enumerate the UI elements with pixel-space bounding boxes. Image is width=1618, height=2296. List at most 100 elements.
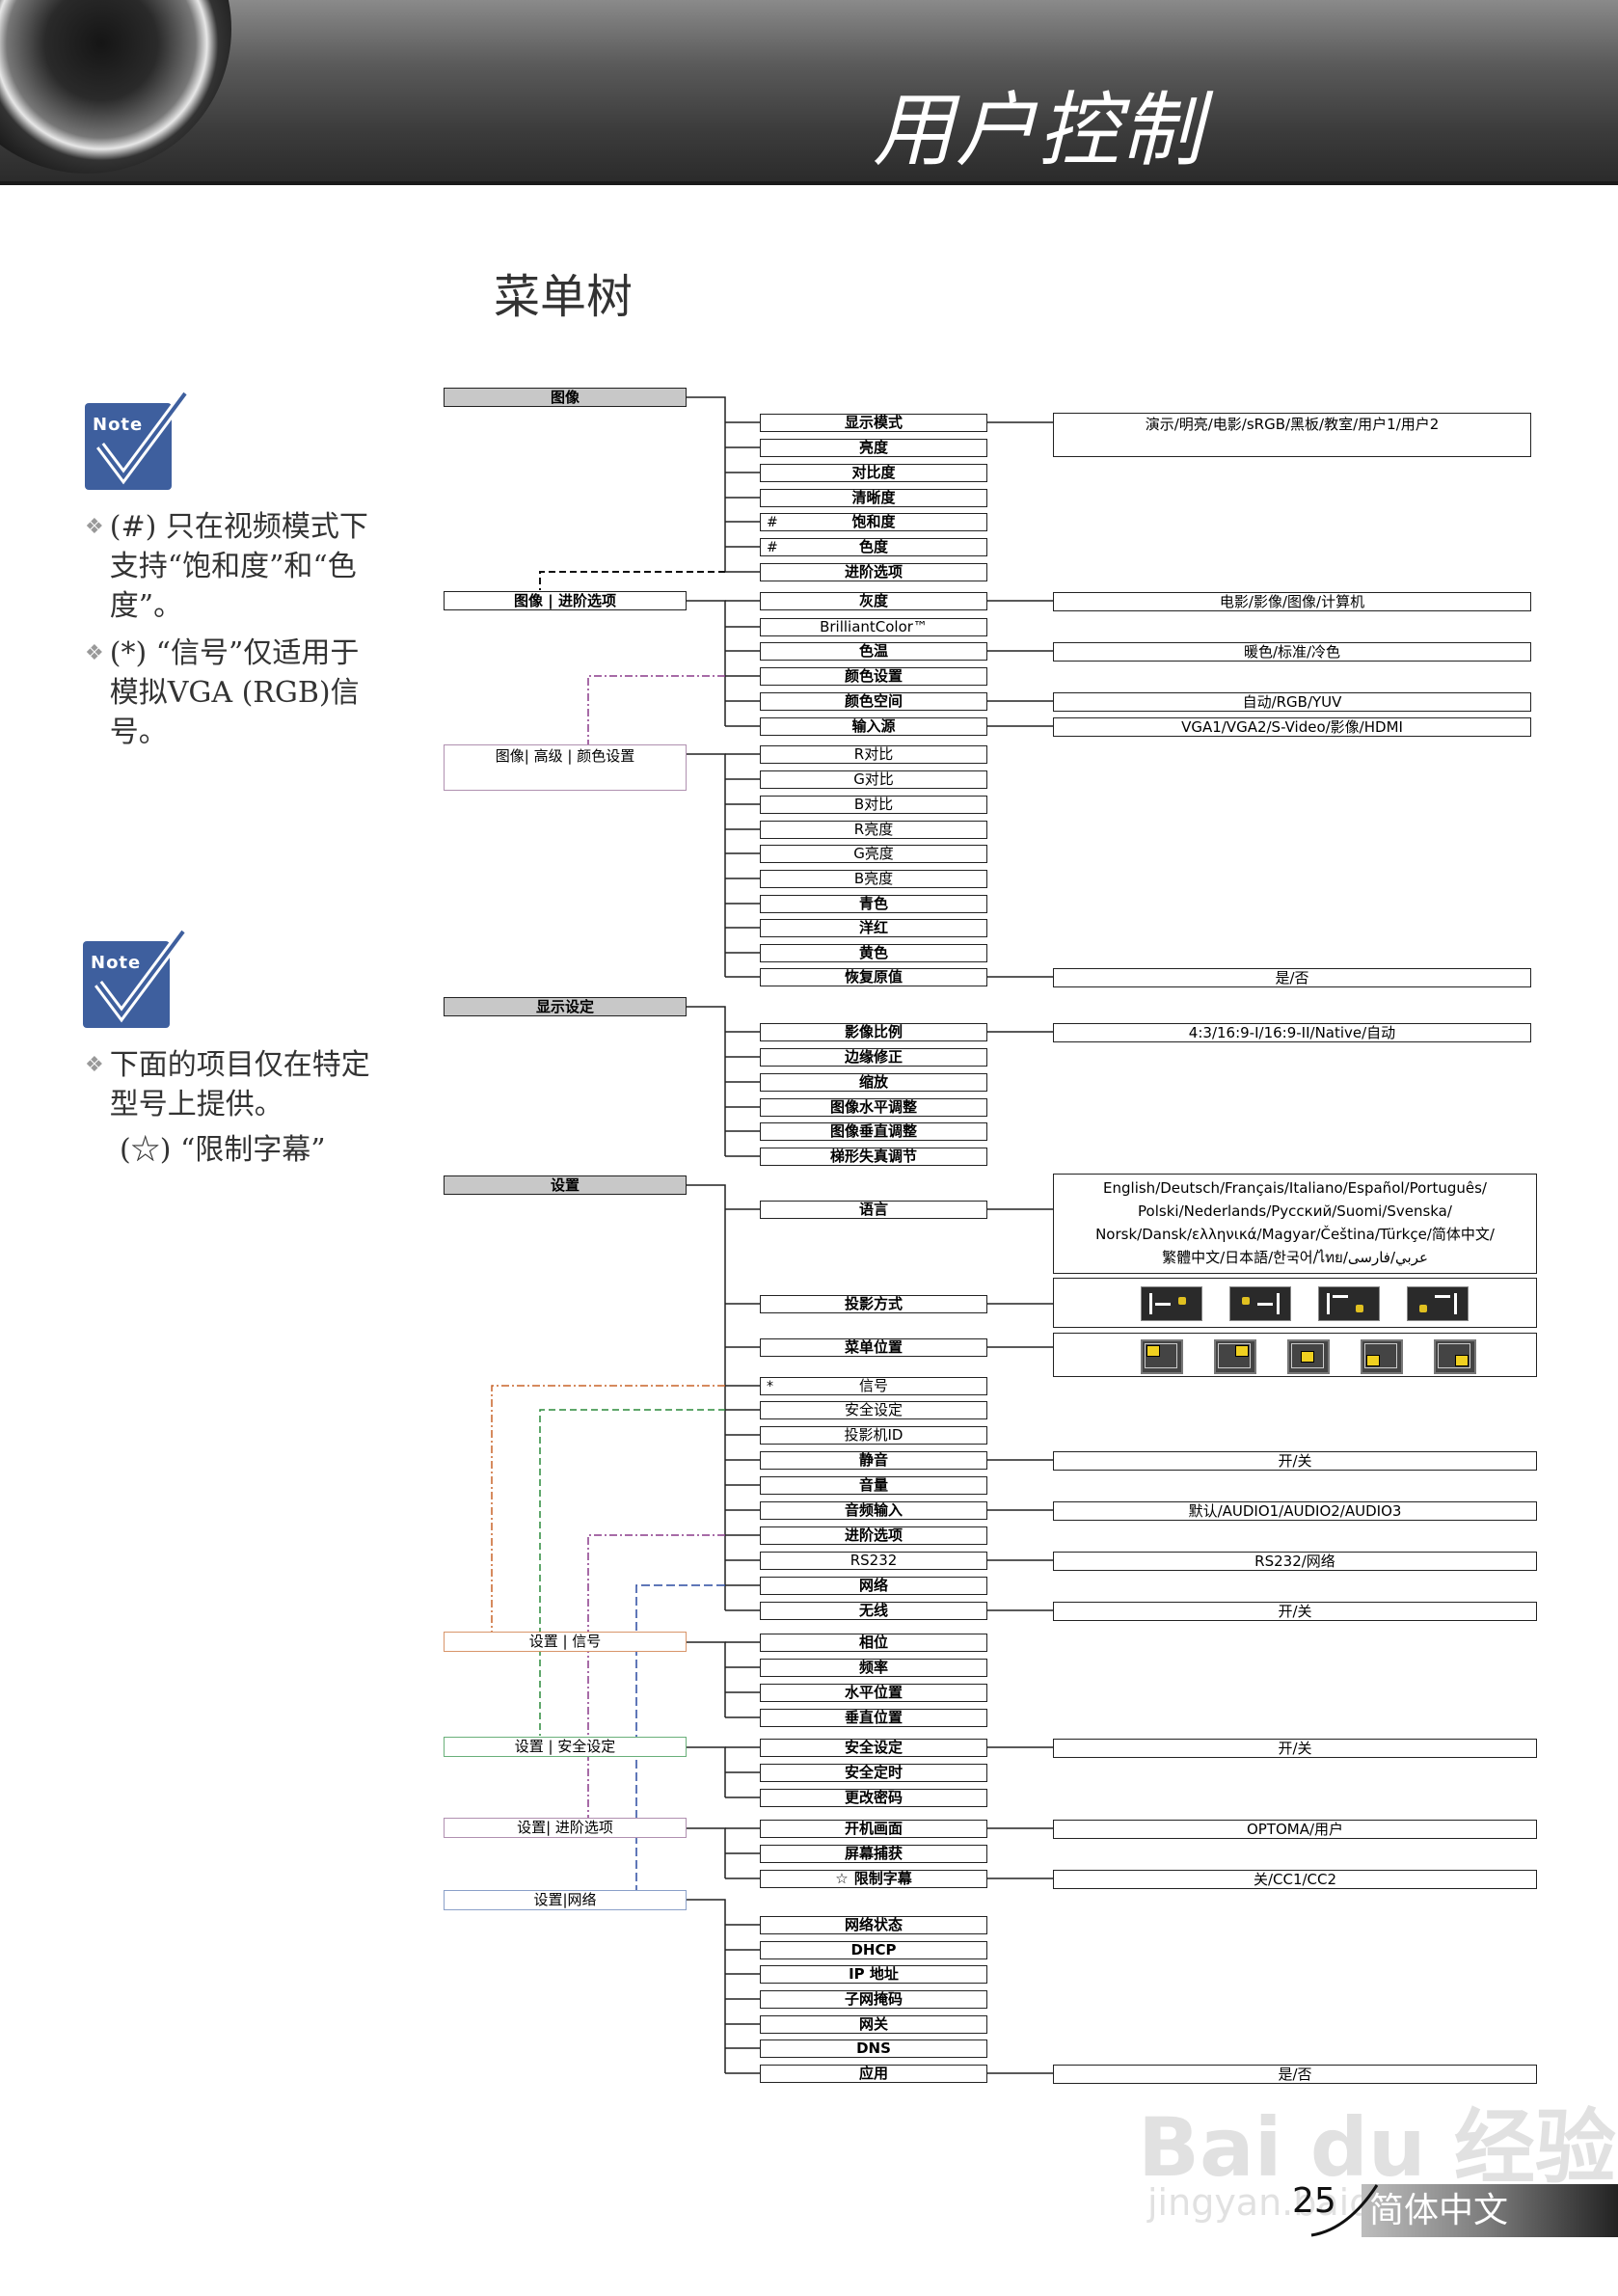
menu-item-color-temp[interactable]: 色温 (760, 642, 987, 661)
menu-item-v-position[interactable]: 垂直位置 (760, 1709, 987, 1727)
menu-item-dns[interactable]: DNS (760, 2039, 987, 2058)
color-space-values: 自动/RGB/YUV (1053, 692, 1531, 712)
menu-item-logo-capture[interactable]: 屏幕捕获 (760, 1845, 987, 1863)
menu-item-logo[interactable]: 开机画面 (760, 1820, 987, 1838)
display-mode-values: 演示/明亮/电影/sRGB/黑板/教室/用户1/用户2 (1053, 413, 1531, 457)
menu-item-language[interactable]: 语言 (760, 1201, 987, 1219)
menu-item-b-contrast[interactable]: B对比 (760, 796, 987, 814)
menu-item-setup-advanced[interactable]: 进阶选项 (760, 1526, 987, 1545)
language-values-line-2: Polski/Nederlands/Русский/Suomi/Svenska/ (1058, 1200, 1532, 1223)
menu-item-signal[interactable]: * 信号 (760, 1377, 987, 1395)
apply-values: 是/否 (1053, 2065, 1537, 2084)
menu-item-network-status[interactable]: 网络状态 (760, 1916, 987, 1934)
menu-item-label: 信号 (859, 1379, 888, 1393)
menu-item-gateway[interactable]: 网关 (760, 2015, 987, 2034)
menu-item-ip-address[interactable]: IP 地址 (760, 1965, 987, 1984)
menu-item-wireless[interactable]: 无线 (760, 1602, 987, 1620)
menu-item-tint[interactable]: # 色度 (760, 538, 987, 556)
menu-item-menu-location[interactable]: 菜单位置 (760, 1338, 987, 1357)
menu-item-h-position[interactable]: 水平位置 (760, 1684, 987, 1702)
menu-item-v-image-shift[interactable]: 图像垂直调整 (760, 1122, 987, 1141)
menu-item-apply[interactable]: 应用 (760, 2065, 987, 2083)
menu-item-frequency[interactable]: 频率 (760, 1659, 987, 1677)
menu-item-h-image-shift[interactable]: 图像水平调整 (760, 1098, 987, 1117)
menu-item-mute[interactable]: 静音 (760, 1451, 987, 1470)
mute-values: 开/关 (1053, 1451, 1537, 1471)
menu-image[interactable]: 图像 (444, 388, 687, 407)
menu-image-advanced[interactable]: 图像 | 进阶选项 (444, 591, 687, 610)
menu-item-rs232[interactable]: RS232 (760, 1552, 987, 1570)
menu-setup-network[interactable]: 设置|网络 (444, 1890, 687, 1910)
menu-item-input-source[interactable]: 输入源 (760, 717, 987, 736)
menu-item-projector-id[interactable]: 投影机ID (760, 1426, 987, 1445)
menu-item-label: 色度 (859, 540, 888, 554)
menu-item-volume[interactable]: 音量 (760, 1476, 987, 1495)
menu-item-b-brightness[interactable]: B亮度 (760, 870, 987, 888)
footer-language: 简体中文 (1369, 2182, 1508, 2232)
menu-item-network[interactable]: 网络 (760, 1577, 987, 1595)
menu-item-subnet-mask[interactable]: 子网掩码 (760, 1990, 987, 2009)
menu-location-bottom-right-icon (1434, 1339, 1476, 1374)
menu-item-yellow[interactable]: 黄色 (760, 944, 987, 962)
menu-location-bottom-left-icon (1361, 1339, 1403, 1374)
vga-only-marker: * (767, 1380, 773, 1393)
menu-item-g-brightness[interactable]: G亮度 (760, 845, 987, 863)
menu-item-audio-input[interactable]: 音频输入 (760, 1501, 987, 1520)
menu-item-brilliantcolor[interactable]: BrilliantColor™ (760, 618, 987, 636)
menu-item-cyan[interactable]: 青色 (760, 895, 987, 913)
menu-item-color-settings[interactable]: 颜色设置 (760, 667, 987, 686)
menu-item-phase[interactable]: 相位 (760, 1634, 987, 1652)
menu-item-degamma[interactable]: 灰度 (760, 592, 987, 610)
menu-item-reset[interactable]: 恢复原值 (760, 968, 987, 986)
menu-item-security[interactable]: 安全设定 (760, 1401, 987, 1419)
projection-rear-ceiling-icon (1407, 1286, 1469, 1321)
menu-color-settings[interactable]: 图像| 高级 | 颜色设置 (444, 744, 687, 791)
menu-item-closed-caption[interactable]: ☆ 限制字幕 (760, 1870, 987, 1888)
menu-item-display-mode[interactable]: 显示模式 (760, 414, 987, 432)
wireless-values: 开/关 (1053, 1602, 1537, 1621)
language-values-line-4: 繁體中文/日本語/한국어/ไทย/عربي/فارسی (1058, 1246, 1532, 1269)
menu-item-keystone[interactable]: 梯形失真调节 (760, 1148, 987, 1166)
menu-display[interactable]: 显示设定 (444, 997, 687, 1016)
menu-item-r-contrast[interactable]: R对比 (760, 745, 987, 764)
projection-front-desktop-icon (1141, 1286, 1202, 1321)
menu-item-r-brightness[interactable]: R亮度 (760, 821, 987, 839)
menu-item-security-setting[interactable]: 安全设定 (760, 1739, 987, 1757)
input-source-values: VGA1/VGA2/S-Video/影像/HDMI (1053, 717, 1531, 737)
menu-item-zoom[interactable]: 缩放 (760, 1073, 987, 1092)
closed-caption-values: 关/CC1/CC2 (1053, 1870, 1537, 1889)
rs232-values: RS232/网络 (1053, 1552, 1537, 1571)
menu-item-contrast[interactable]: 对比度 (760, 464, 987, 482)
menu-item-label: 限制字幕 (854, 1872, 912, 1886)
menu-item-sharpness[interactable]: 清晰度 (760, 489, 987, 507)
color-temp-values: 暖色/标准/冷色 (1053, 642, 1531, 662)
menu-item-change-password[interactable]: 更改密码 (760, 1789, 987, 1807)
menu-item-security-timer[interactable]: 安全定时 (760, 1764, 987, 1782)
menu-item-dhcp[interactable]: DHCP (760, 1941, 987, 1959)
star-icon: ☆ (835, 1872, 848, 1886)
menu-item-g-contrast[interactable]: G对比 (760, 770, 987, 789)
menu-setup-security[interactable]: 设置 | 安全设定 (444, 1737, 687, 1757)
aspect-ratio-values: 4:3/16:9-I/16:9-II/Native/自动 (1053, 1023, 1531, 1042)
menu-item-saturation[interactable]: #饱和度 (760, 513, 987, 531)
menu-item-projection[interactable]: 投影方式 (760, 1295, 987, 1313)
language-values-line-3: Norsk/Dansk/ελληνικά/Magyar/Čeština/Türk… (1058, 1223, 1532, 1246)
menu-setup-advanced[interactable]: 设置| 进阶选项 (444, 1818, 687, 1838)
menu-item-brightness[interactable]: 亮度 (760, 439, 987, 457)
language-values: English/Deutsch/Français/Italiano/Españo… (1053, 1174, 1537, 1274)
menu-location-center-icon (1287, 1339, 1330, 1374)
menu-location-options (1053, 1333, 1537, 1377)
logo-values: OPTOMA/用户 (1053, 1820, 1537, 1839)
menu-setup[interactable]: 设置 (444, 1175, 687, 1195)
menu-item-edge-mask[interactable]: 边缘修正 (760, 1048, 987, 1067)
menu-item-magenta[interactable]: 洋红 (760, 919, 987, 937)
video-only-marker: # (767, 541, 778, 554)
projection-rear-desktop-icon (1229, 1286, 1291, 1321)
projection-front-ceiling-icon (1318, 1286, 1380, 1321)
menu-item-advanced[interactable]: 进阶选项 (760, 563, 987, 581)
menu-item-color-space[interactable]: 颜色空间 (760, 692, 987, 711)
menu-item-aspect-ratio[interactable]: 影像比例 (760, 1023, 987, 1041)
menu-setup-signal[interactable]: 设置 | 信号 (444, 1632, 687, 1652)
security-values: 开/关 (1053, 1739, 1537, 1758)
menu-item-label: 饱和度 (851, 515, 895, 529)
